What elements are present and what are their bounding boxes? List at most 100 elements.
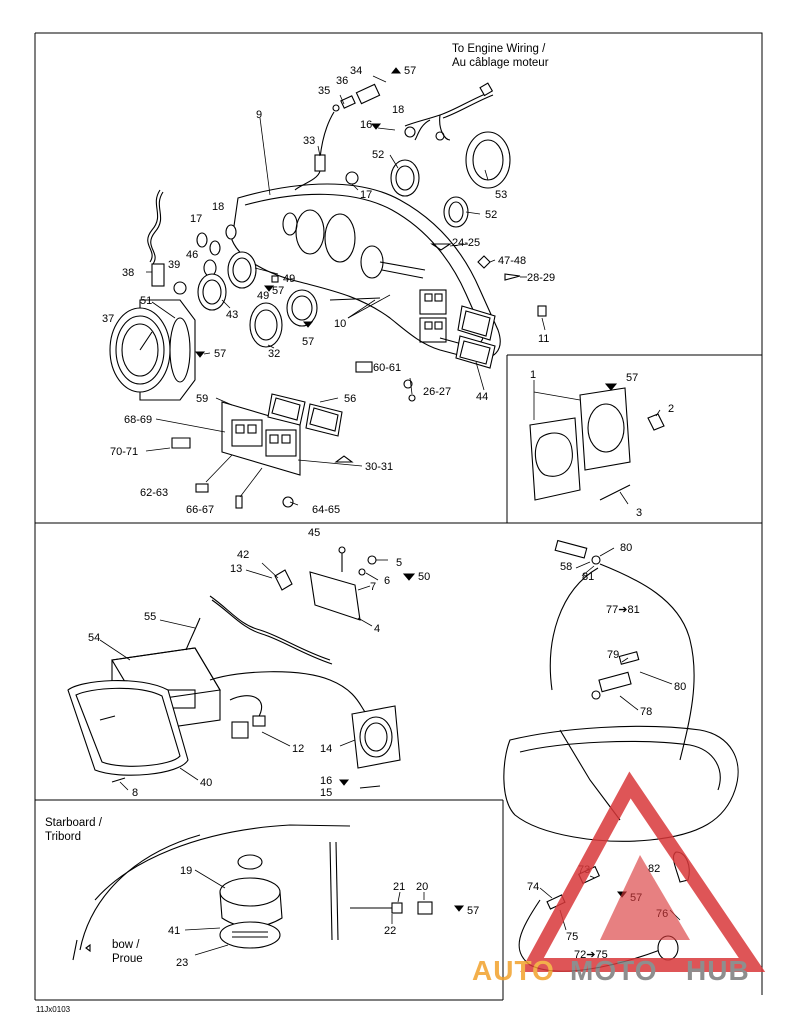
callout-57e: 57 xyxy=(626,372,638,384)
callout-34: 34 xyxy=(350,65,362,77)
drawing-reference: 11Jx0103 xyxy=(36,1005,71,1014)
speaker-14 xyxy=(99,705,401,789)
watermark-auto: AUTO xyxy=(472,955,555,986)
callout-77-81: 77➔81 xyxy=(606,604,640,616)
callout-26-27: 26-27 xyxy=(423,386,451,398)
callout-21: 21 xyxy=(393,881,405,893)
callout-24-25: 24-25 xyxy=(452,237,480,249)
nut-markers xyxy=(194,67,618,391)
gauge-37 xyxy=(109,299,196,401)
watermark-triangle-icon xyxy=(520,771,766,972)
callout-20: 20 xyxy=(416,881,428,893)
cable-77-81 xyxy=(549,539,695,761)
callout-74: 74 xyxy=(527,881,539,893)
callout-17b: 17 xyxy=(190,213,202,225)
callout-13: 13 xyxy=(230,563,242,575)
callout-81: 81 xyxy=(582,571,594,583)
small-parts-right xyxy=(355,243,547,402)
callout-49b: 49 xyxy=(257,290,269,302)
callout-22: 22 xyxy=(384,925,396,937)
callout-75: 75 xyxy=(566,931,578,943)
callout-44: 44 xyxy=(476,391,488,403)
callout-9: 9 xyxy=(256,109,262,121)
callout-57c: 57 xyxy=(214,348,226,360)
callout-16: 16 xyxy=(360,119,372,131)
callout-15: 15 xyxy=(320,787,332,799)
gauge-32 xyxy=(249,289,318,348)
callout-52b: 52 xyxy=(485,209,497,221)
hull-outline xyxy=(503,725,739,842)
callout-11: 11 xyxy=(538,333,549,345)
frame-detail-top-right xyxy=(506,354,762,523)
callout-68-69: 68-69 xyxy=(124,414,152,426)
callout-57b: 57 xyxy=(272,285,284,297)
callout-19: 19 xyxy=(180,865,192,877)
callout-28-29: 28-29 xyxy=(527,272,555,284)
connector-34-36 xyxy=(294,83,381,191)
callout-42: 42 xyxy=(237,549,249,561)
note-bow-en: bow / xyxy=(112,939,140,951)
bracket-4 xyxy=(274,546,416,621)
callout-3: 3 xyxy=(636,507,642,519)
note-engine-wiring-en: To Engine Wiring / xyxy=(452,43,546,55)
callout-43: 43 xyxy=(226,309,238,321)
callout-53: 53 xyxy=(495,189,507,201)
callout-55: 55 xyxy=(144,611,156,623)
callout-30-31: 30-31 xyxy=(365,461,393,473)
callout-8: 8 xyxy=(132,787,138,799)
callout-50: 50 xyxy=(418,571,430,583)
callout-45: 45 xyxy=(308,527,320,539)
callout-1: 1 xyxy=(530,369,536,381)
electrical-box-54 xyxy=(67,647,221,776)
callout-17: 17 xyxy=(360,189,372,201)
wire-harness-55 xyxy=(185,595,366,739)
frame-middle xyxy=(34,522,763,1000)
callout-6: 6 xyxy=(384,575,390,587)
callout-12: 12 xyxy=(292,743,304,755)
callout-66-67: 66-67 xyxy=(186,504,214,516)
callout-7: 7 xyxy=(370,581,376,593)
callout-56: 56 xyxy=(344,393,356,405)
callout-58: 58 xyxy=(560,561,572,573)
callout-57f: 57 xyxy=(467,905,479,917)
callout-52: 52 xyxy=(372,149,384,161)
callout-78: 78 xyxy=(640,706,652,718)
callout-10: 10 xyxy=(334,318,346,330)
callout-47-48: 47-48 xyxy=(498,255,526,267)
callout-35: 35 xyxy=(318,85,330,97)
callout-18: 18 xyxy=(392,104,404,116)
engine-wiring-harness xyxy=(404,82,494,141)
callout-16b: 16 xyxy=(320,775,332,787)
note-bow-fr: Proue xyxy=(112,953,143,965)
callout-36: 36 xyxy=(336,75,348,87)
callout-79: 79 xyxy=(607,649,619,661)
callout-59: 59 xyxy=(196,393,208,405)
callout-70-71: 70-71 xyxy=(110,446,138,458)
note-starboard-en: Starboard / xyxy=(45,817,103,829)
callout-33: 33 xyxy=(303,135,315,147)
notes: To Engine Wiring / Au câblage moteur Sta… xyxy=(36,43,549,1014)
callout-23: 23 xyxy=(176,957,188,969)
callout-80b: 80 xyxy=(674,681,686,693)
callouts: 9 35 36 34 57 18 16 33 52 17 53 52 17 18… xyxy=(88,65,686,969)
leader-lines xyxy=(99,75,681,956)
callout-39: 39 xyxy=(168,259,180,271)
callout-80: 80 xyxy=(620,542,632,554)
callout-46: 46 xyxy=(186,249,198,261)
callout-49: 49 xyxy=(283,273,295,285)
note-starboard-fr: Tribord xyxy=(45,831,81,843)
callout-54: 54 xyxy=(88,632,100,644)
starboard-light xyxy=(72,824,465,961)
dashboard-console xyxy=(231,183,501,360)
callout-64-65: 64-65 xyxy=(312,504,340,516)
callout-14: 14 xyxy=(320,743,332,755)
note-engine-wiring-fr: Au câblage moteur xyxy=(452,57,549,69)
callout-38: 38 xyxy=(122,267,134,279)
callout-57d: 57 xyxy=(302,336,314,348)
callout-32: 32 xyxy=(268,348,280,360)
left-fittings xyxy=(147,189,279,311)
callout-37: 37 xyxy=(102,313,114,325)
callout-18b: 18 xyxy=(212,201,224,213)
watermark-logo: AUTO MOTO HUB xyxy=(472,771,766,986)
